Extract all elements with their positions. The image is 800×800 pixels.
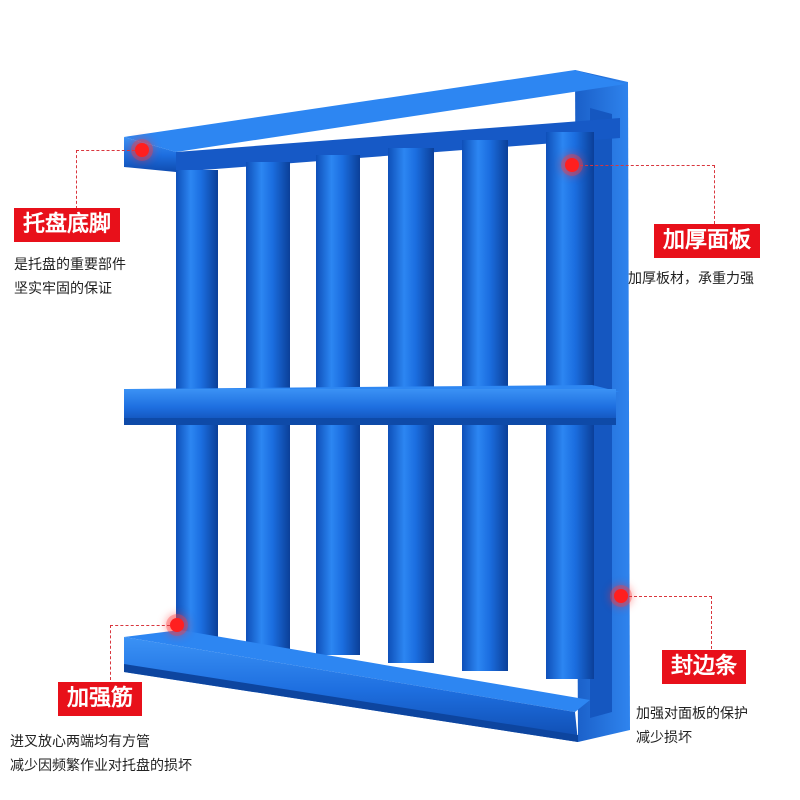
- callout-title-base: 托盘底脚: [14, 208, 121, 242]
- callout-title-panel: 加厚面板: [654, 224, 761, 258]
- callout-title-edge: 封边条: [662, 650, 747, 684]
- callout-desc-edge-1: 加强对面板的保护: [636, 706, 748, 722]
- callout-desc-base-1: 是托盘的重要部件: [14, 257, 126, 273]
- marker-rib: [170, 618, 184, 632]
- bottom-rail-front: [124, 637, 578, 742]
- marker-base: [135, 143, 149, 157]
- leader-panel: [580, 165, 715, 224]
- bottom-rail-top: [124, 630, 590, 712]
- upper-slats: [176, 132, 594, 392]
- callout-desc-rib-2: 减少因频繁作业对托盘的损坏: [10, 758, 192, 774]
- leader-base: [76, 150, 135, 209]
- top-rail-underside: [176, 118, 620, 172]
- leader-edge: [629, 596, 712, 649]
- callout-desc-edge-2: 减少损坏: [636, 730, 692, 746]
- marker-panel: [565, 158, 579, 172]
- top-rail-top: [124, 70, 626, 152]
- marker-edge: [614, 589, 628, 603]
- leader-rib: [110, 625, 170, 680]
- callout-desc-base-2: 坚实牢固的保证: [14, 281, 112, 297]
- callout-desc-panel-1: 加厚板材，承重力强: [628, 271, 754, 287]
- callout-desc-rib-1: 进叉放心两端均有方管: [10, 734, 150, 750]
- lower-slats: [176, 425, 594, 679]
- callout-title-rib: 加强筋: [58, 682, 143, 716]
